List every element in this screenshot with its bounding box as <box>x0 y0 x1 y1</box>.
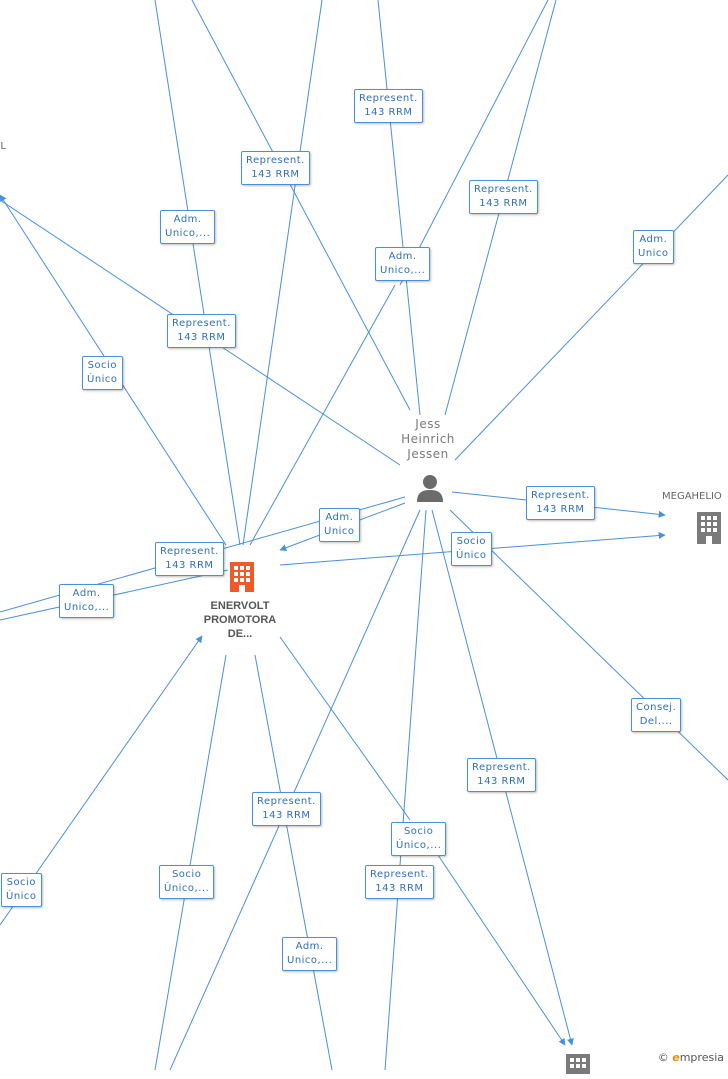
edge-label[interactable]: Socio Único <box>82 356 123 390</box>
edge-label[interactable]: Adm. Unico,... <box>160 210 216 244</box>
company-name[interactable]: ENERVOLT PROMOTORA DE... <box>203 600 277 640</box>
edge <box>437 854 566 1046</box>
edge-label[interactable]: Represent. 143 RRM <box>252 792 321 826</box>
edge-label[interactable]: Socio Único,... <box>391 822 447 856</box>
edge-label[interactable]: Socio Único <box>451 532 492 566</box>
edge <box>279 636 411 821</box>
edge-label[interactable]: Socio Único <box>1 873 42 907</box>
building-icon[interactable] <box>565 1052 591 1079</box>
edge-label[interactable]: Adm. Unico,... <box>375 247 431 281</box>
edge <box>454 174 728 461</box>
copyright-symbol: © <box>657 1051 669 1064</box>
edge <box>377 0 421 416</box>
building-icon[interactable] <box>694 510 724 549</box>
edge <box>254 654 333 1070</box>
edge-label[interactable]: Represent. 143 RRM <box>469 180 538 214</box>
brand-name: mpresia <box>679 1051 724 1064</box>
edge-label[interactable]: Adm. Unico <box>633 230 674 264</box>
edge-label[interactable]: Represent. 143 RRM <box>241 151 310 185</box>
person-name[interactable]: Jess Heinrich Jessen <box>401 417 455 461</box>
edge-label[interactable]: Represent. 143 RRM <box>354 89 423 123</box>
edge-label[interactable]: Represent. 143 RRM <box>526 486 595 520</box>
edge-label[interactable]: Adm. Unico,... <box>59 584 115 618</box>
edge <box>449 509 728 781</box>
edge <box>191 0 411 411</box>
edge <box>384 509 427 1070</box>
edge <box>154 654 227 1070</box>
company-name[interactable]: SL <box>0 141 6 152</box>
person-icon[interactable] <box>415 473 445 508</box>
edge-label[interactable]: Adm. Unico <box>319 508 360 542</box>
building-icon[interactable] <box>227 560 257 597</box>
edge-label[interactable]: Consej. Del.... <box>631 698 682 732</box>
edge <box>249 284 396 546</box>
brand-initial: e <box>672 1051 680 1064</box>
brand-logo: © empresia <box>658 1051 724 1064</box>
edge-label[interactable]: Represent. 143 RRM <box>167 314 236 348</box>
company-name[interactable]: MEGAHELIO <box>662 491 722 502</box>
edge-label[interactable]: Represent. 143 RRM <box>467 758 536 792</box>
edge-label[interactable]: Adm. Unico,... <box>282 937 338 971</box>
edge <box>154 0 241 546</box>
edge <box>399 0 549 286</box>
edge-label[interactable]: Socio Único,... <box>159 865 215 899</box>
edge-label[interactable]: Represent. 143 RRM <box>365 865 434 899</box>
edge <box>242 0 323 546</box>
edge-label[interactable]: Represent. 143 RRM <box>155 542 224 576</box>
edge <box>169 509 421 1070</box>
